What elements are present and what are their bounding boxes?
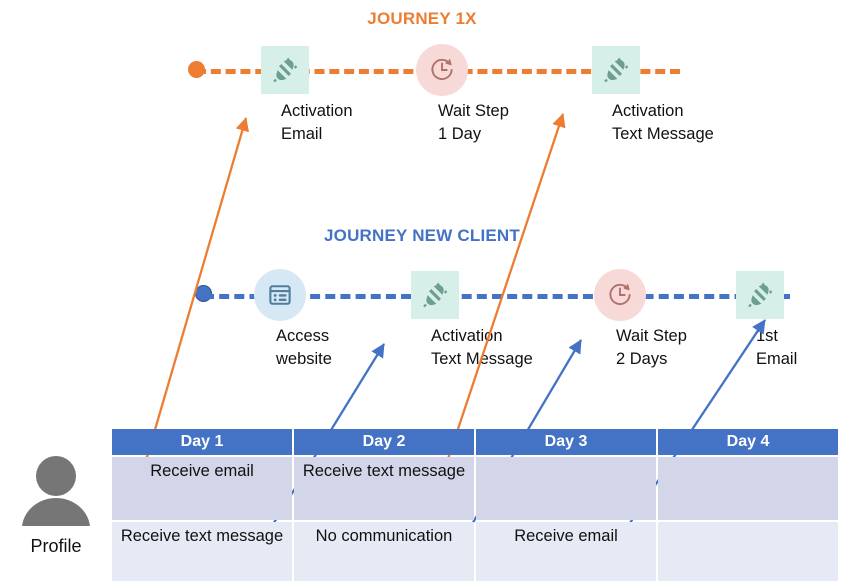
plug-icon: [411, 271, 459, 319]
table-row: Receive text message No communication Re…: [112, 522, 838, 581]
wait-clock-icon: [416, 44, 468, 96]
arrow-day1-receive-email-to-activation-email: [138, 117, 250, 482]
table-cell: [476, 457, 656, 520]
table-cell: Receive email: [476, 522, 656, 581]
profile-avatar: Profile: [8, 452, 104, 557]
node-label: Access website: [276, 327, 332, 368]
table-cell: [658, 522, 838, 581]
plug-icon: [736, 271, 784, 319]
table-cell: Receive text message: [294, 457, 474, 520]
table-cell: Receive text message: [112, 522, 292, 581]
journey-new-client-title: JOURNEY NEW CLIENT: [324, 226, 520, 245]
node-label: Activation Email: [281, 102, 353, 143]
node-label: Activation Text Message: [612, 102, 714, 143]
table-header-day-3: Day 3: [476, 429, 656, 455]
table-cell: Receive email: [112, 457, 292, 520]
journey-new-client-flow-line: [204, 294, 790, 299]
website-icon: [254, 269, 306, 321]
table-header-day-2: Day 2: [294, 429, 474, 455]
plug-icon: [261, 46, 309, 94]
table-row: Receive email Receive text message: [112, 457, 838, 520]
node-label: Wait Step 2 Days: [616, 327, 687, 368]
wait-clock-icon: [594, 269, 646, 321]
profile-label: Profile: [30, 536, 82, 556]
table-cell: [658, 457, 838, 520]
table-header-day-1: Day 1: [112, 429, 292, 455]
person-avatar-icon: [8, 452, 104, 535]
plug-icon: [592, 46, 640, 94]
table-header-row: Day 1 Day 2 Day 3 Day 4: [112, 429, 838, 455]
journey-1x-title: JOURNEY 1X: [367, 9, 477, 28]
table-header-day-4: Day 4: [658, 429, 838, 455]
table-cell: No communication: [294, 522, 474, 581]
node-label: Wait Step 1 Day: [438, 102, 509, 143]
day-schedule-table: Day 1 Day 2 Day 3 Day 4 Receive email Re…: [110, 427, 840, 583]
